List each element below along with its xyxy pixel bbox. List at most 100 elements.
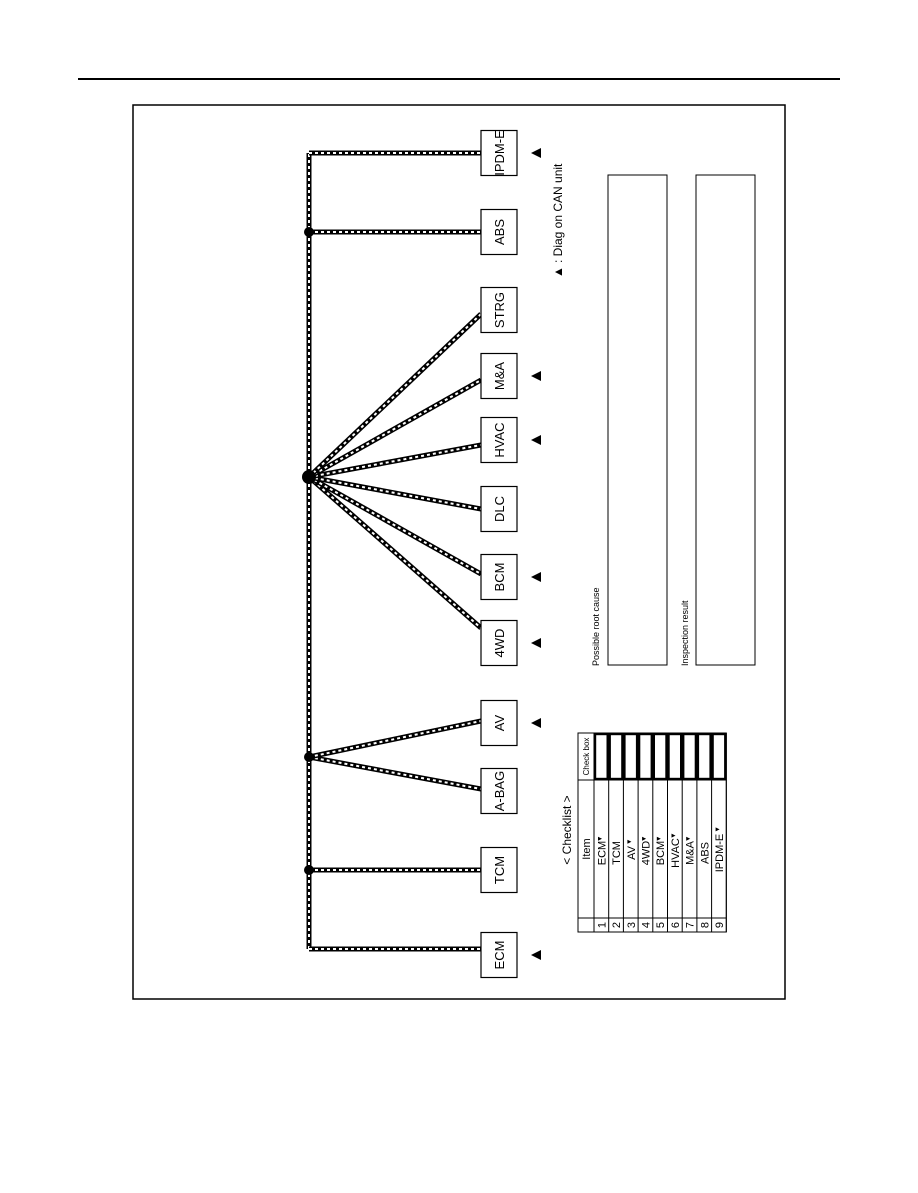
diag-triangle-icon	[531, 572, 541, 582]
unit-label: M&A	[492, 362, 507, 391]
checklist-row: 2 TCM	[608, 732, 624, 928]
diag-triangle-icon	[531, 371, 541, 381]
checklist-row-number: 7	[685, 922, 697, 928]
unit-av: AV	[480, 699, 541, 747]
diag-triangle-icon	[686, 836, 691, 841]
unit-dlc: DLC	[480, 485, 518, 533]
unit-box	[480, 767, 518, 815]
checklist-row-number: 4	[640, 922, 652, 928]
unit-box	[480, 208, 518, 256]
diag-triangle-icon	[531, 950, 541, 960]
unit-box	[480, 553, 518, 601]
root-cause-label: Possible root cause	[591, 587, 601, 666]
diag-triangle-icon	[715, 827, 720, 832]
can-wiring	[302, 150, 483, 952]
checklist-row: 6 HVAC	[667, 732, 683, 928]
unit-label: IPDM-E	[492, 130, 507, 176]
checklist-row-item: 4WD	[640, 841, 652, 866]
checklist-row-item: ECM	[596, 841, 608, 865]
checklist-row-number: 9	[714, 922, 726, 928]
checklist-row-number: 5	[655, 922, 667, 928]
checklist-checkbox[interactable]	[682, 732, 698, 781]
checklist-row: 3 AV	[623, 732, 639, 928]
checklist-checkbox[interactable]	[623, 732, 639, 781]
checklist-header-item: Item	[581, 838, 593, 859]
unit-label: HVAC	[492, 422, 507, 457]
unit-label: BCM	[492, 563, 507, 592]
unit-strg: STRG	[480, 286, 518, 334]
diag-triangle-icon	[598, 836, 602, 841]
unit-label: AV	[492, 714, 507, 731]
checklist-checkbox[interactable]	[696, 732, 712, 781]
legend: ▲ : Diag on CAN unit	[551, 163, 565, 278]
checklist-checkbox[interactable]	[637, 732, 653, 781]
inspection-label: Inspection result	[680, 600, 690, 666]
root-cause-box[interactable]	[607, 174, 668, 666]
unit-label: ECM	[492, 941, 507, 970]
unit-box	[480, 286, 518, 334]
checklist-checkbox[interactable]	[608, 732, 624, 781]
unit-label: DLC	[492, 496, 507, 522]
unit-box	[480, 485, 518, 533]
unit-4wd: 4WD	[480, 619, 541, 667]
hub-junction-dot	[302, 470, 316, 484]
diag-triangle-icon	[671, 833, 676, 838]
unit-bcm: BCM	[480, 553, 541, 601]
unit-abag: A-BAG	[480, 767, 518, 815]
unit-label: STRG	[492, 292, 507, 328]
diag-triangle-icon	[531, 435, 541, 445]
junction-dot	[304, 752, 314, 762]
checklist-row-number: 2	[611, 922, 623, 928]
checklist-row-number: 3	[626, 922, 638, 928]
checklist-checkbox[interactable]	[652, 732, 668, 781]
checklist-row-number: 8	[699, 922, 711, 928]
checklist-checkbox[interactable]	[667, 732, 683, 781]
diagram-frame	[132, 104, 786, 1000]
checklist-row: 1 ECM	[593, 732, 609, 928]
unit-box	[480, 699, 518, 747]
checklist-row: 7 M&A	[682, 732, 698, 928]
legend-symbol: ▲	[551, 266, 565, 278]
checklist-row: 4 4WD	[637, 732, 653, 928]
checklist-checkbox[interactable]	[593, 732, 609, 781]
checklist-row: 5 BCM	[652, 732, 668, 928]
checklist-row-item: TCM	[611, 841, 623, 865]
unit-tcm: TCM	[480, 846, 518, 894]
checklist-row-item: M&A	[685, 840, 697, 865]
diag-triangle-icon	[627, 839, 632, 844]
checklist-row: 9 IPDM-E	[711, 732, 727, 928]
junction-dot	[304, 227, 314, 237]
inspection-result-box[interactable]	[695, 174, 756, 666]
unit-box	[480, 129, 518, 177]
unit-box	[480, 846, 518, 894]
diag-triangle-icon	[642, 836, 647, 841]
unit-hvac: HVAC	[480, 416, 541, 464]
diag-triangle-icon	[656, 836, 661, 841]
checklist-title: < Checklist >	[560, 795, 574, 864]
checklist-row-item: BCM	[655, 841, 667, 865]
checklist-row-item: AV	[626, 845, 638, 860]
unit-ecm: ECM	[480, 931, 541, 979]
checklist-row-number: 6	[670, 922, 682, 928]
unit-box	[480, 352, 518, 400]
checklist-checkbox[interactable]	[711, 732, 727, 781]
unit-box	[480, 931, 518, 979]
checklist-header-check: Check box	[582, 738, 591, 776]
unit-ipdme: IPDM-E	[480, 129, 541, 177]
checklist-row: 8 ABS	[696, 732, 712, 928]
checklist-table: Item Check box 1 ECM 2 TCM 3 AV 4 4WD 5 BCM 6 HVAC 7 M&…	[577, 732, 727, 933]
checklist-row-item: HVAC	[670, 838, 682, 868]
checklist-row-item: ABS	[699, 842, 711, 864]
unit-label: ABS	[492, 219, 507, 245]
unit-ma: M&A	[480, 352, 541, 400]
legend-text: : Diag on CAN unit	[551, 163, 565, 263]
checklist-row-item: IPDM-E	[714, 834, 726, 873]
checklist-row-number: 1	[596, 922, 608, 928]
unit-label: A-BAG	[492, 771, 507, 811]
junction-dot	[304, 865, 314, 875]
unit-box	[480, 416, 518, 464]
unit-box	[480, 619, 518, 667]
diag-triangle-icon	[531, 718, 541, 728]
